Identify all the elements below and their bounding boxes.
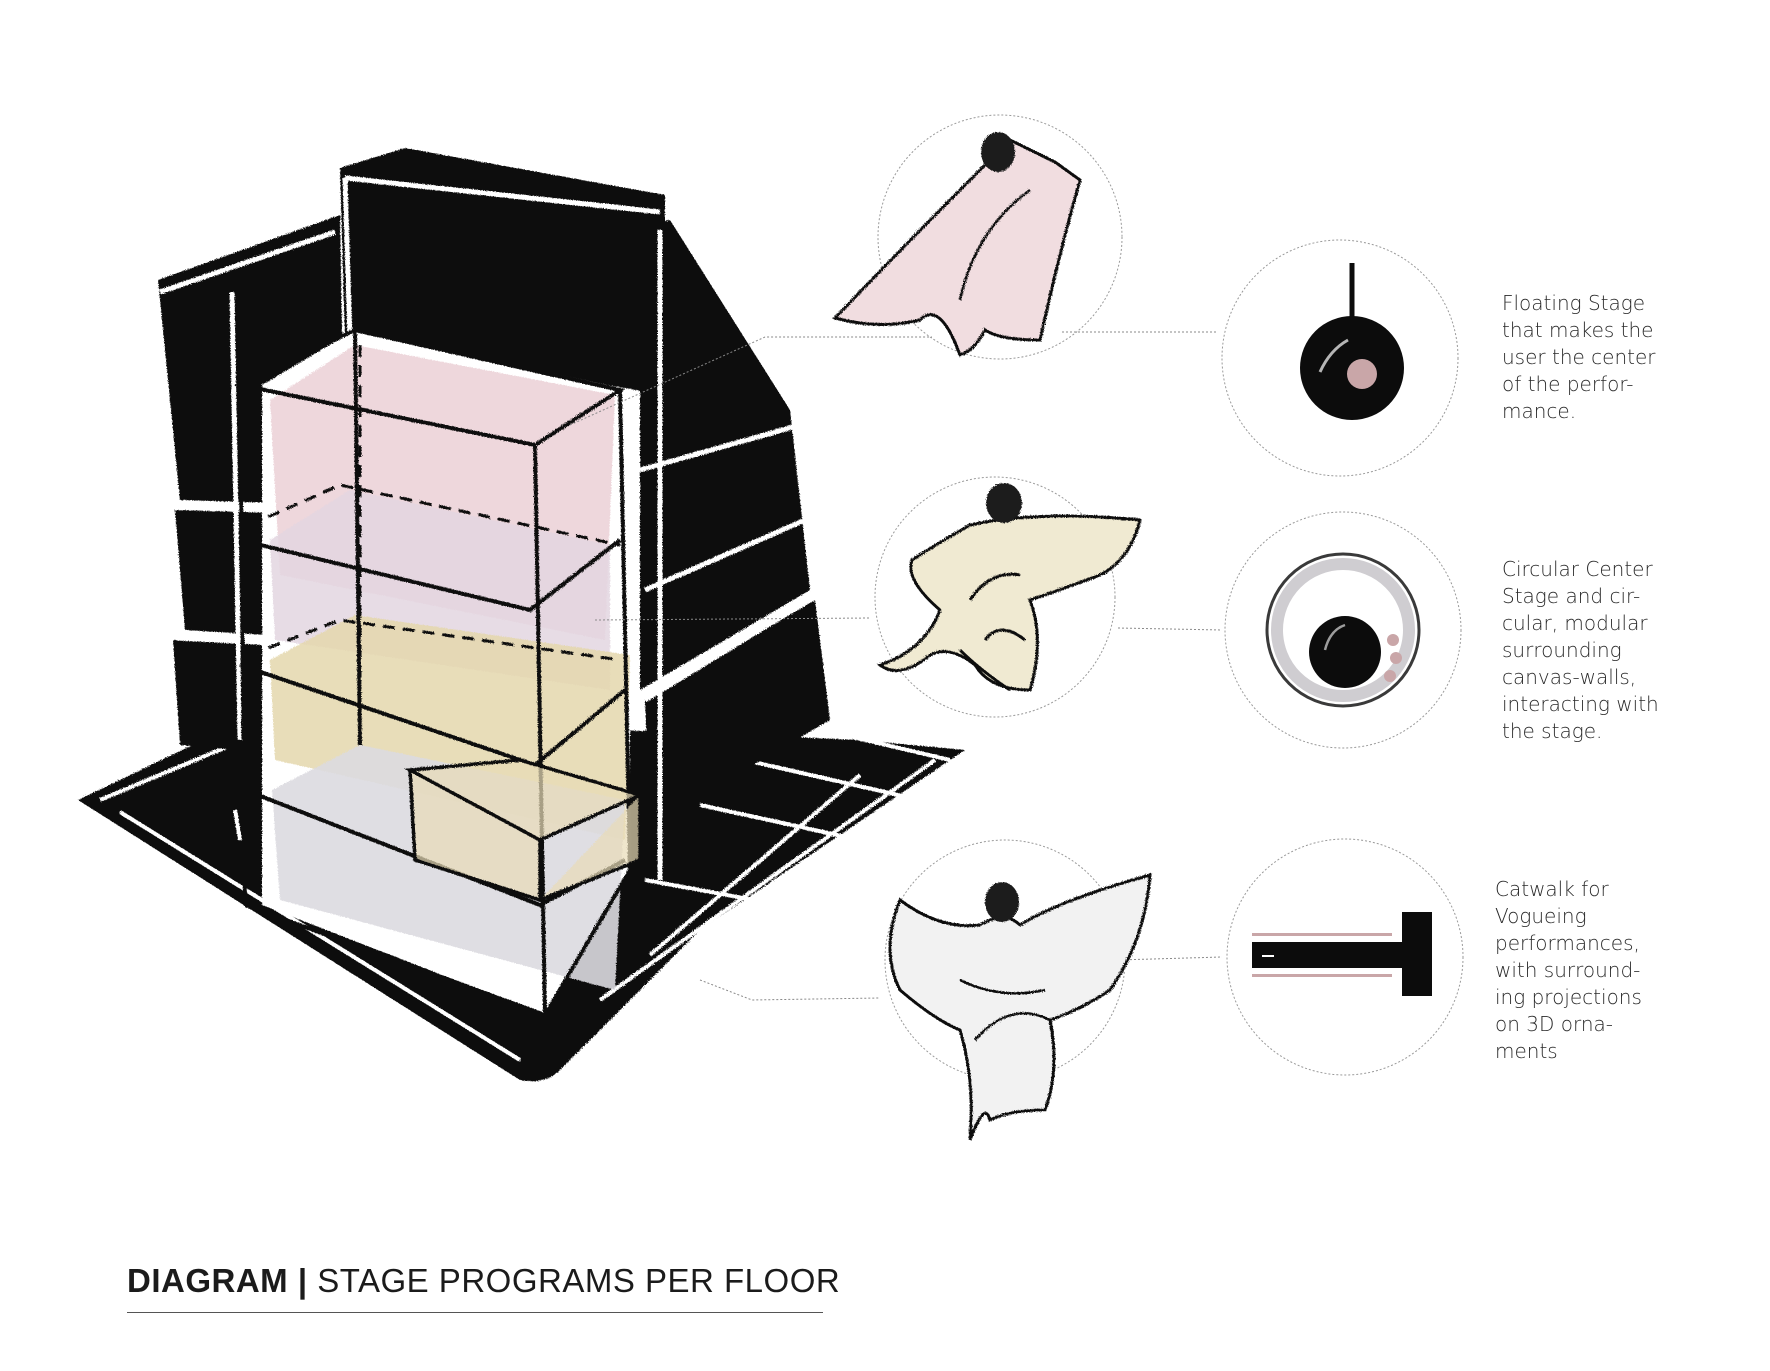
right-wing-grooves [639,230,814,880]
left-wing-grooves [159,229,351,741]
leader-floor-1 [569,336,932,426]
figure-circle-outline [874,476,1116,718]
icon-circle-outline [1221,239,1459,477]
dancer-figure-pink [832,132,1082,357]
inner-stage-box [404,758,646,903]
glass-box-dashed-edges [249,345,621,740]
leader-circle-3 [1117,956,1223,961]
building-axonometric [78,148,965,1082]
icon-circle-1 [1221,239,1459,477]
dancer-figure-white [888,872,1152,1141]
right-wing-lower-block [645,600,830,825]
figure-circle-2 [874,476,1142,718]
leader-floor-2 [594,617,871,621]
dancer-figure-cream [876,483,1142,692]
leader-floor-3 [699,979,881,1001]
leader-lines [569,331,1223,1001]
figure-circle-1 [832,114,1123,360]
circular-stage-icon [1265,552,1421,708]
floating-stage-icon [1300,263,1404,420]
catwalk-icon [1252,912,1432,996]
figure-circle-3 [884,839,1152,1141]
icon-circle-outline [1226,838,1464,1076]
tower-top-block [340,148,665,395]
icon-circle-2 [1224,511,1462,749]
diagram-title-rest: STAGE PROGRAMS PER FLOOR [307,1262,841,1299]
diagram-title: DIAGRAM | STAGE PROGRAMS PER FLOOR [127,1262,840,1300]
leader-circle-2 [1117,627,1223,631]
caption-catwalk: Catwalk for Vogueing performances, with … [1495,877,1642,1063]
caption-floating-stage: Floating Stage that makes the user the c… [1502,291,1656,423]
icon-circle-outline [1224,511,1462,749]
diagram-title-bold: DIAGRAM | [127,1262,308,1299]
tower-top-grooves [342,175,661,341]
title-underline [127,1312,823,1313]
icon-circle-3 [1226,838,1464,1076]
caption-circular-stage: Circular Center Stage and cir- cular, mo… [1502,557,1659,743]
figure-circle-outline [877,114,1123,360]
